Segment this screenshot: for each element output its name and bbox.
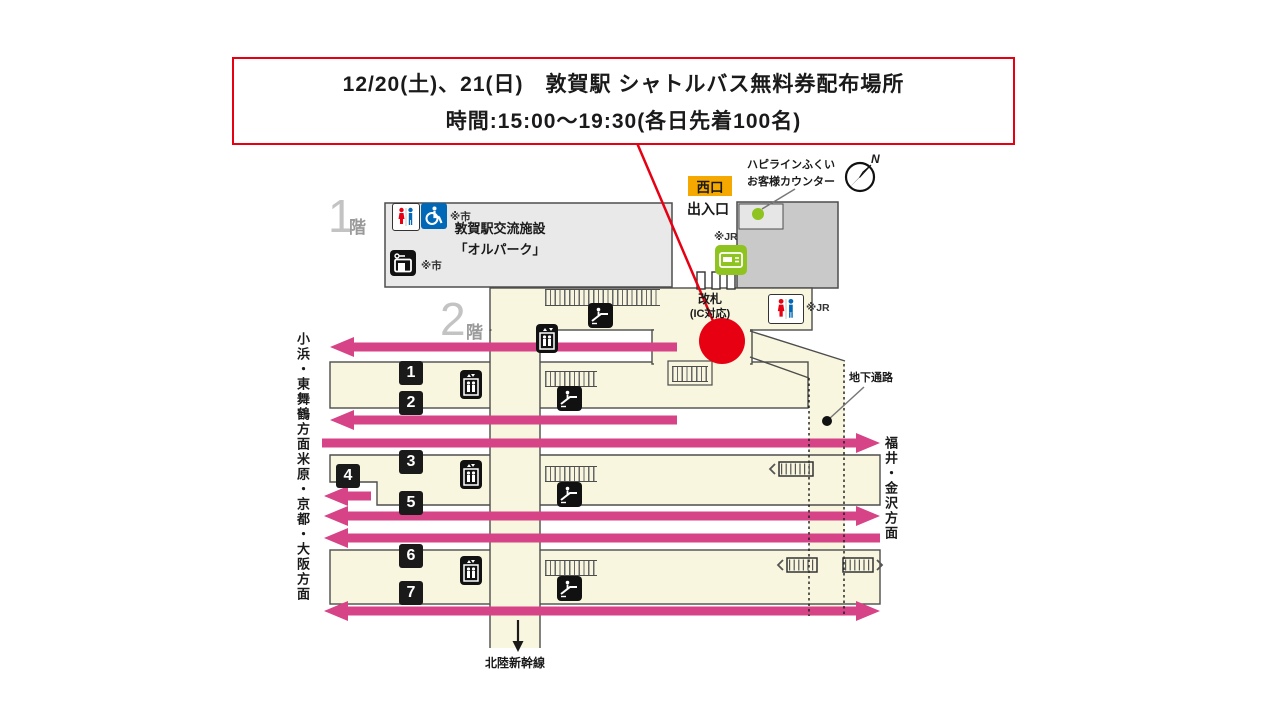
underground-pointer-line: [828, 386, 865, 420]
compass-north-label: N: [871, 152, 880, 166]
underground-stairs-icon-6-7-left: [776, 557, 818, 573]
track-arrow-5: [324, 506, 880, 526]
track-arrows: [322, 337, 880, 621]
platform-number-5: 5: [399, 491, 423, 515]
platform-number-6: 6: [399, 544, 423, 568]
floor2-number: 2: [440, 293, 466, 345]
counter-location-dot: [752, 208, 764, 220]
platform-number-3: 3: [399, 450, 423, 474]
shinkansen-label: 北陸新幹線: [485, 656, 546, 670]
title-line1: 12/20(土)、21(日) 敦賀駅 シャトルバス無料券配布場所: [342, 72, 905, 96]
escalator-icon-concourse: [588, 303, 613, 328]
title-box: 12/20(土)、21(日) 敦賀駅 シャトルバス無料券配布場所 時間:15:0…: [232, 57, 1015, 145]
ticket-gate-line1: 改札: [697, 292, 722, 306]
counter-pointer-line: [761, 188, 796, 210]
west-exit-entrance-label: 出入口: [687, 201, 729, 217]
compass-icon: [844, 161, 876, 193]
track-arrow-2: [330, 410, 677, 430]
callout-line: [635, 142, 721, 336]
platform-number-7: 7: [399, 581, 423, 605]
stairs-platform-1-2: [545, 371, 597, 387]
track-arrow-1: [330, 337, 677, 357]
floor1-number: 1: [328, 190, 354, 242]
restroom-icon: [392, 203, 420, 231]
counter-label-line2: お客様カウンター: [747, 175, 835, 188]
title-line2: 時間:15:00〜19:30(各日先着100名): [445, 109, 802, 133]
underground-passage-label: 地下通路: [849, 372, 893, 384]
escalator-icon-platform-6-7: [557, 576, 582, 601]
ticket-gate-label: 改札 (IC対応): [672, 291, 748, 322]
track-arrow-4: [324, 486, 371, 506]
city-note-restroom: ※市: [450, 211, 471, 223]
escalator-icon-platform-1-2: [557, 386, 582, 411]
track-arrow-6: [324, 528, 880, 548]
direction-left-bottom: 米原・京都・大阪方面: [295, 452, 310, 602]
platform-number-1: 1: [399, 361, 423, 385]
elevator-icon-platform-3-5: [460, 460, 482, 489]
jr-note-machine: ※JR: [714, 231, 738, 243]
distribution-point-marker: [699, 318, 745, 364]
jr-note-restroom: ※JR: [806, 302, 830, 314]
underground-corridor: [750, 331, 845, 616]
stairs-platform-3-5: [545, 466, 597, 482]
wheelchair-icon: [421, 203, 447, 229]
ticket-machine-icon: [715, 245, 747, 275]
escalator-icon-platform-3-5: [557, 482, 582, 507]
platform-number-4: 4: [336, 464, 360, 488]
counter-label-line1: ハピラインふくい: [747, 159, 835, 171]
track-arrow-7: [324, 601, 880, 621]
platform-number-2: 2: [399, 391, 423, 415]
elevator-icon-platform-1-2: [460, 370, 482, 399]
underground-stairs-icon-6-7-right: [842, 557, 884, 573]
stairs-platform-6-7: [545, 560, 597, 576]
track-arrow-3: [322, 433, 880, 453]
counter-label: ハピラインふくい お客様カウンター: [735, 157, 835, 190]
west-exit-badge: 西口: [688, 176, 732, 196]
direction-right: 福井・金沢方面: [883, 436, 898, 541]
shinkansen-arrow: [512, 620, 524, 652]
underground-dot: [822, 416, 832, 426]
ticket-gate-line2: (IC対応): [689, 308, 731, 321]
floor2-kanji: 階: [466, 323, 483, 342]
underground-corridor-edges: [749, 330, 846, 616]
restroom-jr-icon: [768, 294, 804, 324]
coin-locker-icon: [390, 250, 416, 276]
elevator-icon-platform-6-7: [460, 556, 482, 585]
elevator-icon-concourse: [536, 324, 558, 353]
city-note-locker: ※市: [421, 260, 442, 272]
facility-label: 敦賀駅交流施設 「オルパーク」: [430, 219, 570, 261]
direction-left-top: 小浜・東舞鶴方面: [295, 332, 310, 452]
underground-stairs-icon-3-5: [768, 461, 814, 477]
stairs-gate: [672, 366, 708, 382]
floor1-kanji: 階: [349, 218, 366, 237]
facility-label-line1: 敦賀駅交流施設: [454, 221, 546, 236]
concourse: [489, 287, 813, 386]
facility-label-line2: 「オルパーク」: [454, 241, 546, 257]
